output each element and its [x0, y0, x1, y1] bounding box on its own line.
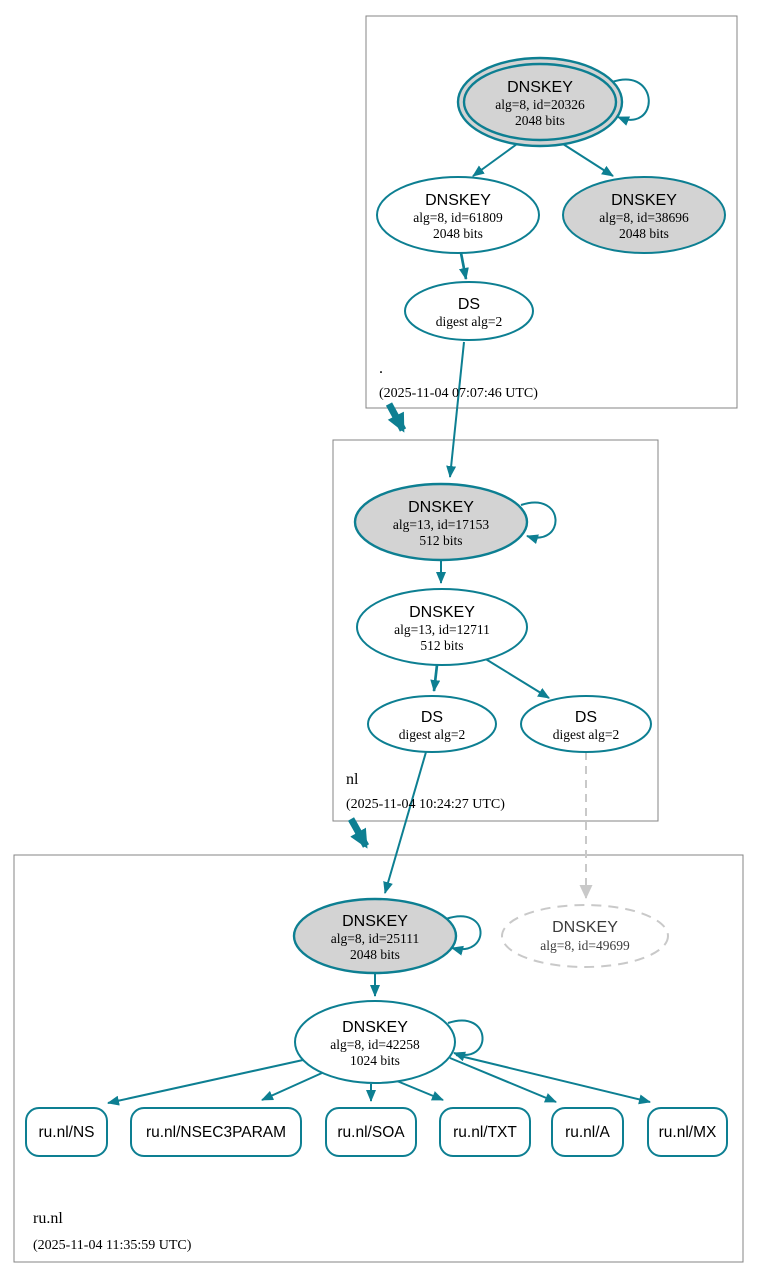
edge-root-ksk-self-sign: [611, 78, 650, 126]
nl-ds-right-node[interactable]: DS digest alg=2: [520, 695, 652, 753]
rrset-label: ru.nl/TXT: [453, 1124, 517, 1141]
rrset-label: ru.nl/NSEC3PARAM: [146, 1124, 286, 1141]
root-zone-label: .: [379, 360, 383, 377]
edge-root-ds-to-nl-ksk: [446, 341, 465, 478]
nl-ds-left-node[interactable]: DS digest alg=2: [367, 695, 497, 753]
edge-nl-ds-to-runl-ksk: [383, 751, 427, 894]
edge-nl-zsk-to-ds-right: [483, 657, 550, 699]
node-title: DNSKEY: [342, 913, 408, 930]
runl-zone-nodes: DNSKEY alg=8, id=25111 2048 bits DNSKEY …: [25, 897, 728, 1253]
node-attrs: alg=8, id=25111: [331, 931, 419, 946]
dnskey-49699-missing-node[interactable]: DNSKEY alg=8, id=49699: [501, 904, 669, 968]
node-title: DNSKEY: [409, 604, 475, 621]
rrset-node-nsec3param[interactable]: ru.nl/NSEC3PARAM: [130, 1107, 302, 1157]
node-bits: 2048 bits: [619, 226, 669, 241]
dnskey-61809-node[interactable]: DNSKEY alg=8, id=61809 2048 bits: [376, 176, 540, 254]
node-bits: 2048 bits: [433, 226, 483, 241]
node-title: DNSKEY: [507, 79, 573, 96]
dnskey-25111-node[interactable]: DNSKEY alg=8, id=25111 2048 bits: [292, 897, 458, 975]
edge-runl-zsk-to-mx: [455, 1054, 651, 1105]
nl-zone-timestamp: (2025-11-04 10:24:27 UTC): [346, 797, 505, 812]
rrset-label: ru.nl/MX: [659, 1124, 717, 1141]
edge-nl-ksk-self-sign: [520, 501, 557, 545]
dnskey-12711-node[interactable]: DNSKEY alg=13, id=12711 512 bits: [356, 588, 528, 666]
rrset-node-a[interactable]: ru.nl/A: [551, 1107, 624, 1157]
node-bits: 512 bits: [419, 533, 462, 548]
node-bits: 512 bits: [420, 638, 463, 653]
node-bits: 2048 bits: [515, 113, 565, 128]
nl-zone-label: nl: [346, 771, 359, 788]
node-title: DNSKEY: [552, 919, 618, 936]
edges: [107, 78, 651, 1106]
dnskey-42258-node[interactable]: DNSKEY alg=8, id=42258 1024 bits: [294, 1000, 456, 1084]
rrset-node-soa[interactable]: ru.nl/SOA: [325, 1107, 417, 1157]
node-attrs: alg=8, id=49699: [540, 938, 630, 953]
rrset-node-mx[interactable]: ru.nl/MX: [647, 1107, 728, 1157]
node-attrs: digest alg=2: [399, 727, 465, 742]
node-attrs: alg=8, id=20326: [495, 97, 585, 112]
node-attrs: digest alg=2: [436, 314, 502, 329]
edge-runl-zsk-to-txt: [396, 1080, 444, 1101]
edge-root-delegation-to-nl: [385, 402, 407, 433]
node-attrs: alg=13, id=12711: [394, 622, 490, 637]
runl-zone-timestamp: (2025-11-04 11:35:59 UTC): [33, 1238, 192, 1253]
edge-runl-zsk-to-nsec3param: [261, 1072, 323, 1101]
nl-zone-nodes: DNSKEY alg=13, id=17153 512 bits DNSKEY …: [346, 482, 652, 812]
edge-root-zsk-to-ds: [459, 252, 469, 280]
node-attrs: alg=13, id=17153: [393, 517, 489, 532]
node-title: DS: [421, 709, 443, 726]
edge-nl-delegation-to-runl: [347, 817, 370, 849]
edge-runl-zsk-to-ns: [107, 1059, 304, 1106]
node-attrs: alg=8, id=38696: [599, 210, 689, 225]
edge-root-ksk-to-extra-key: [562, 143, 614, 177]
node-title: DS: [575, 709, 597, 726]
edge-nl-zsk-to-ds-left: [430, 664, 441, 692]
edge-root-ksk-to-zsk: [472, 143, 518, 177]
runl-zone-label: ru.nl: [33, 1210, 63, 1227]
edge-runl-ksk-self-sign: [445, 915, 482, 956]
node-attrs: digest alg=2: [553, 727, 619, 742]
node-bits: 2048 bits: [350, 947, 400, 962]
dnskey-20326-node[interactable]: DNSKEY alg=8, id=20326 2048 bits: [456, 56, 624, 148]
node-title: DNSKEY: [342, 1019, 408, 1036]
node-title: DNSKEY: [408, 499, 474, 516]
rrset-node-ns[interactable]: ru.nl/NS: [25, 1107, 108, 1157]
rrset-label: ru.nl/SOA: [337, 1124, 405, 1141]
node-title: DS: [458, 296, 480, 313]
node-bits: 1024 bits: [350, 1053, 400, 1068]
root-zone-nodes: DNSKEY alg=8, id=20326 2048 bits DNSKEY …: [376, 56, 726, 401]
root-zone-timestamp: (2025-11-04 07:07:46 UTC): [379, 386, 538, 401]
node-title: DNSKEY: [425, 192, 491, 209]
rrset-label: ru.nl/NS: [39, 1124, 95, 1141]
edge-runl-zsk-self-sign: [447, 1019, 484, 1062]
node-attrs: alg=8, id=42258: [330, 1037, 420, 1052]
edge-runl-zsk-to-a: [449, 1057, 557, 1103]
rrset-label: ru.nl/A: [565, 1124, 610, 1141]
node-title: DNSKEY: [611, 192, 677, 209]
dnskey-38696-node[interactable]: DNSKEY alg=8, id=38696 2048 bits: [562, 176, 726, 254]
dnskey-17153-node[interactable]: DNSKEY alg=13, id=17153 512 bits: [353, 482, 529, 562]
rrset-node-txt[interactable]: ru.nl/TXT: [439, 1107, 531, 1157]
root-ds-node[interactable]: DS digest alg=2: [404, 281, 534, 341]
node-attrs: alg=8, id=61809: [413, 210, 503, 225]
